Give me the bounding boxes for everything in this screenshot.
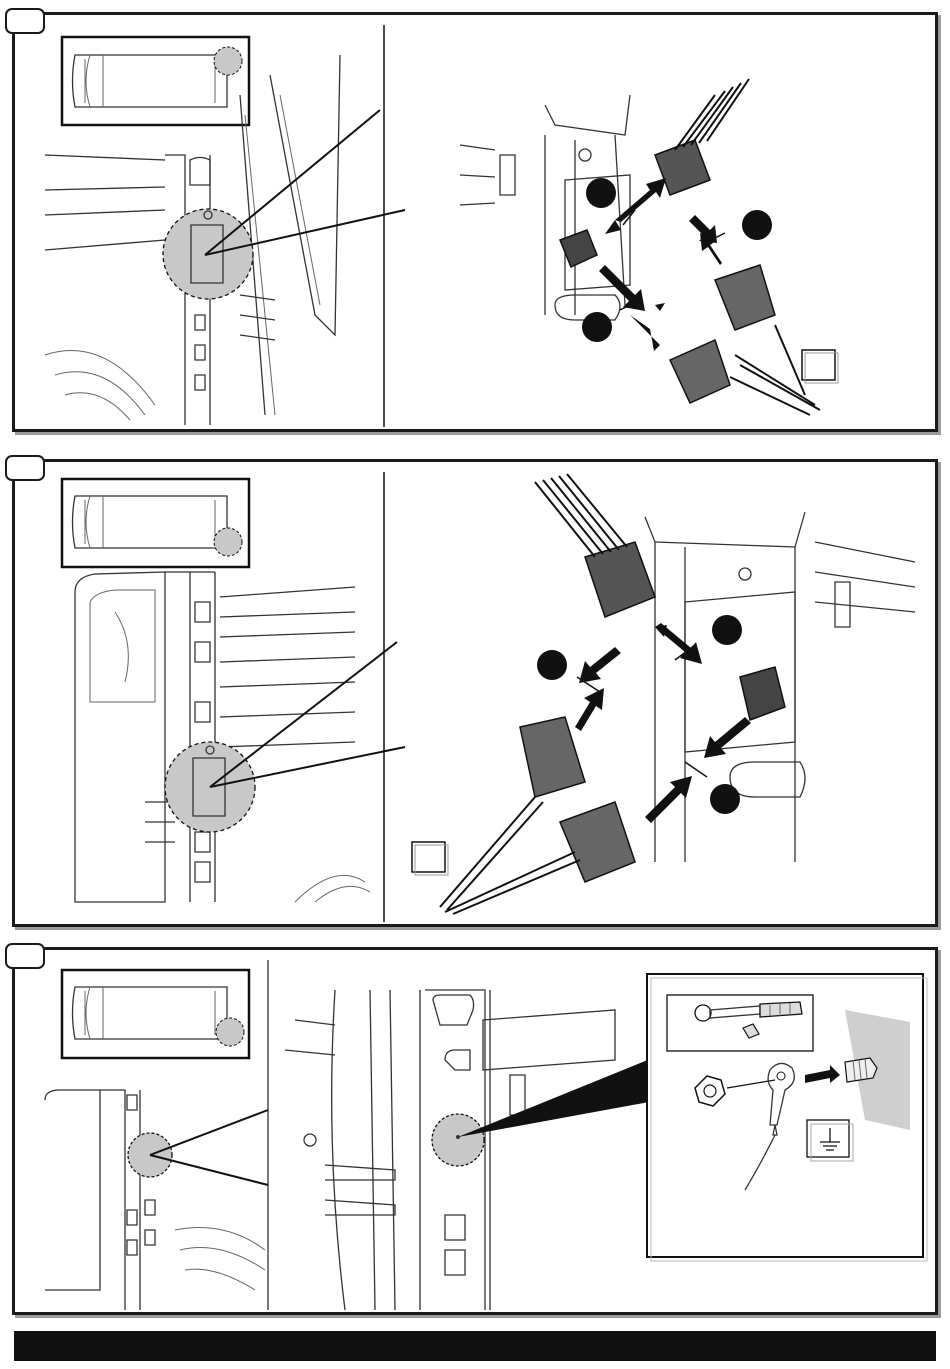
pillar-detail-3 (285, 990, 615, 1310)
connector-plug-icon (560, 79, 820, 415)
ground-hardware-box (647, 974, 927, 1261)
ground-symbol-icon (807, 1120, 853, 1161)
step-3-illustration (15, 950, 941, 1318)
van-topview-icon (62, 37, 249, 125)
step-2-illustration (15, 462, 941, 930)
step-2-tab (5, 455, 45, 481)
callout-marker-c2 (710, 784, 740, 814)
van-topview-icon (62, 479, 249, 567)
callout-marker-a1 (586, 178, 616, 208)
van-topview-icon (62, 970, 249, 1058)
footer-bar (14, 1331, 936, 1361)
callout-marker-b1 (742, 210, 772, 240)
vehicle-interior-detail-2 (75, 572, 370, 902)
step-1-illustration (15, 15, 941, 435)
callout-marker-a2 (712, 615, 742, 645)
label-box-2 (412, 842, 445, 872)
connector-plug-icon (440, 474, 785, 914)
step-2-panel (12, 459, 938, 927)
step-3-panel (12, 947, 938, 1315)
step-1-tab (5, 8, 45, 34)
step-3-tab (5, 943, 45, 969)
label-box-1 (802, 350, 835, 380)
connection-arrows-2 (537, 615, 751, 823)
zoom-wedge (458, 1055, 660, 1137)
step-1-panel (12, 12, 938, 432)
callout-marker-c1 (582, 312, 612, 342)
callout-marker-b2 (537, 650, 567, 680)
